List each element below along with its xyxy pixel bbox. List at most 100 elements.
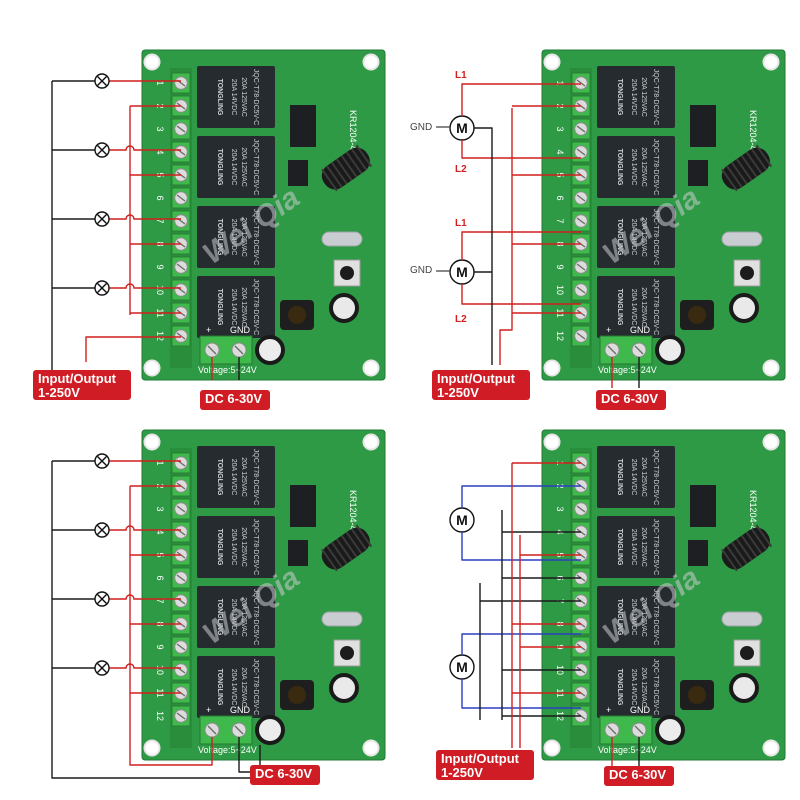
ic-chip	[290, 105, 316, 147]
board-model: KR1204-4-V02	[748, 110, 758, 170]
voltage-note: Voltage:5~24V	[598, 365, 657, 375]
antenna-coil	[321, 524, 373, 572]
crystal	[721, 231, 763, 247]
screw-slot	[576, 332, 586, 340]
motor-wire	[461, 633, 581, 655]
inductor-core	[288, 306, 306, 324]
screw-slot	[176, 712, 186, 720]
capacitor	[729, 293, 759, 323]
inductor-core	[688, 686, 706, 704]
l2-label: L2	[455, 314, 467, 325]
capacitor	[655, 715, 685, 745]
terminal: 4	[155, 141, 191, 163]
motor-wire	[461, 532, 581, 561]
relay-brand: TONGLING	[216, 459, 223, 496]
inductor-core	[688, 306, 706, 324]
terminal: 7	[155, 210, 191, 232]
capacitor	[329, 293, 359, 323]
push-button-cap	[740, 646, 754, 660]
dc-plus-label: +	[206, 705, 211, 715]
dc-plus-label: +	[606, 325, 611, 335]
dc-label-badge: DC 6-30V	[250, 765, 320, 785]
coil-turn	[745, 151, 763, 175]
relay-rating: 20A 14VDC	[230, 669, 237, 706]
capacitor	[255, 715, 285, 745]
terminal: 9	[155, 636, 191, 658]
relay-model: JQC-T78-DC5V-C	[252, 69, 259, 125]
terminal: 4	[155, 521, 191, 543]
relay-rating: 20A 125VAC	[640, 527, 647, 567]
motor-label: M	[456, 512, 468, 528]
gnd-label: GND	[410, 122, 432, 133]
coil-turn	[321, 548, 338, 572]
dc-label-badge-bg	[604, 766, 674, 786]
motor-wire	[461, 679, 581, 709]
screw-slot	[576, 148, 586, 156]
relay-body	[197, 446, 275, 508]
relay-body	[197, 136, 275, 198]
screw-slot	[234, 345, 244, 355]
relay-model: JQC-T78-DC5V-C	[252, 279, 259, 335]
coil-turn	[340, 535, 358, 558]
terminal-number: 1	[155, 460, 165, 465]
relay-body	[197, 66, 275, 128]
relay-body	[197, 276, 275, 338]
mounting-hole	[543, 359, 561, 377]
coil-turn	[735, 158, 753, 181]
coil-turn	[345, 531, 363, 555]
screw-slot	[176, 125, 186, 133]
terminal: 6	[555, 187, 591, 209]
lamp-icon	[94, 211, 110, 227]
terminal-number: 1	[555, 80, 565, 85]
lamp-cross	[97, 456, 107, 466]
lamp-icon	[94, 522, 110, 538]
motor-label: M	[456, 264, 468, 280]
dc-label-badge-text: DC 6-30V	[205, 391, 262, 406]
terminal: 3	[155, 118, 191, 140]
lamp-cross	[97, 663, 107, 673]
relay-model: JQC-T78-DC5V-C	[652, 449, 659, 505]
terminal-number: 7	[155, 598, 165, 603]
relay-rating: 20A 14VDC	[630, 149, 637, 186]
mounting-hole	[362, 739, 380, 757]
relay-rating: 20A 125VAC	[640, 457, 647, 497]
coil-turn	[340, 155, 358, 178]
screw-slot	[176, 574, 186, 582]
coil-turn	[731, 161, 748, 185]
capacitor	[255, 335, 285, 365]
dc-label-badge-text: DC 6-30V	[609, 767, 666, 782]
neutral-bus-wire	[51, 461, 261, 779]
relay-model: JQC-T78-DC5V-C	[252, 589, 259, 645]
terminal-number: 6	[155, 575, 165, 580]
relay-rating: 20A 125VAC	[240, 457, 247, 497]
board-model: KR1204-4-V02	[348, 110, 358, 170]
antenna-coil	[321, 144, 373, 192]
relay-body	[597, 206, 675, 268]
common-bus-wire	[129, 486, 213, 766]
relay-rating: 20A 14VDC	[630, 219, 637, 256]
terminal: 1	[155, 72, 191, 94]
l1-label: L1	[455, 218, 467, 229]
terminal: 12	[555, 325, 591, 347]
coil-turn	[745, 531, 763, 555]
terminal-number: 10	[555, 285, 565, 295]
terminal-number: 12	[155, 331, 165, 341]
relay-brand: TONGLING	[616, 459, 623, 496]
screw-slot	[576, 125, 586, 133]
mounting-hole	[143, 739, 161, 757]
io-label-badge-text: Input/Output	[437, 371, 516, 386]
coil-turn	[755, 144, 773, 168]
screw-slot	[576, 505, 586, 513]
